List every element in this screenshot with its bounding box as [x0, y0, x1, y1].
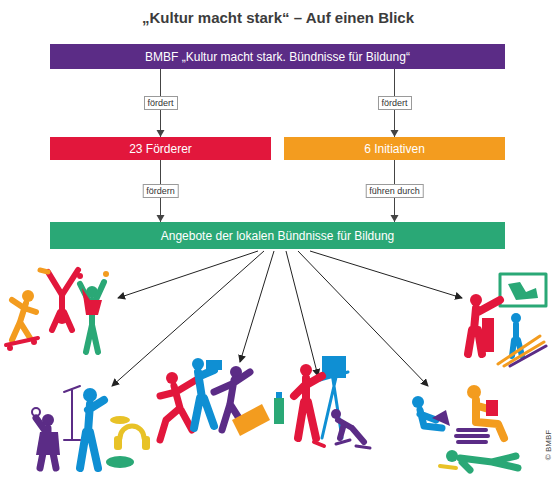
leader-arrows — [112, 251, 462, 386]
process-box: 6 Initiativen — [284, 137, 505, 160]
process-box: Angebote der lokalen Bündnisse für Bildu… — [50, 222, 505, 249]
edge-label: fördert — [377, 96, 411, 110]
figures-school — [468, 274, 546, 366]
process-box: BMBF „Kultur macht stark. Bündnisse für … — [50, 44, 505, 69]
process-box: 23 Förderer — [50, 137, 271, 160]
edge-label: fördern — [142, 184, 179, 198]
figures-dance — [160, 358, 270, 440]
box-label: 23 Förderer — [129, 142, 192, 156]
copyright-note: © BMBF — [544, 430, 553, 460]
figures-sport — [6, 270, 109, 352]
box-label: BMBF „Kultur macht stark. Bündnisse für … — [145, 50, 410, 64]
edge-label: fördert — [143, 96, 177, 110]
edge-label: führen durch — [365, 184, 424, 198]
diagram-title: „Kultur macht stark“ – Auf einen Blick — [0, 9, 556, 26]
figures-music — [32, 386, 150, 468]
figures-painting — [274, 356, 370, 448]
figures-reading — [412, 385, 518, 470]
box-label: Angebote der lokalen Bündnisse für Bildu… — [161, 229, 395, 243]
box-label: 6 Initiativen — [364, 142, 425, 156]
